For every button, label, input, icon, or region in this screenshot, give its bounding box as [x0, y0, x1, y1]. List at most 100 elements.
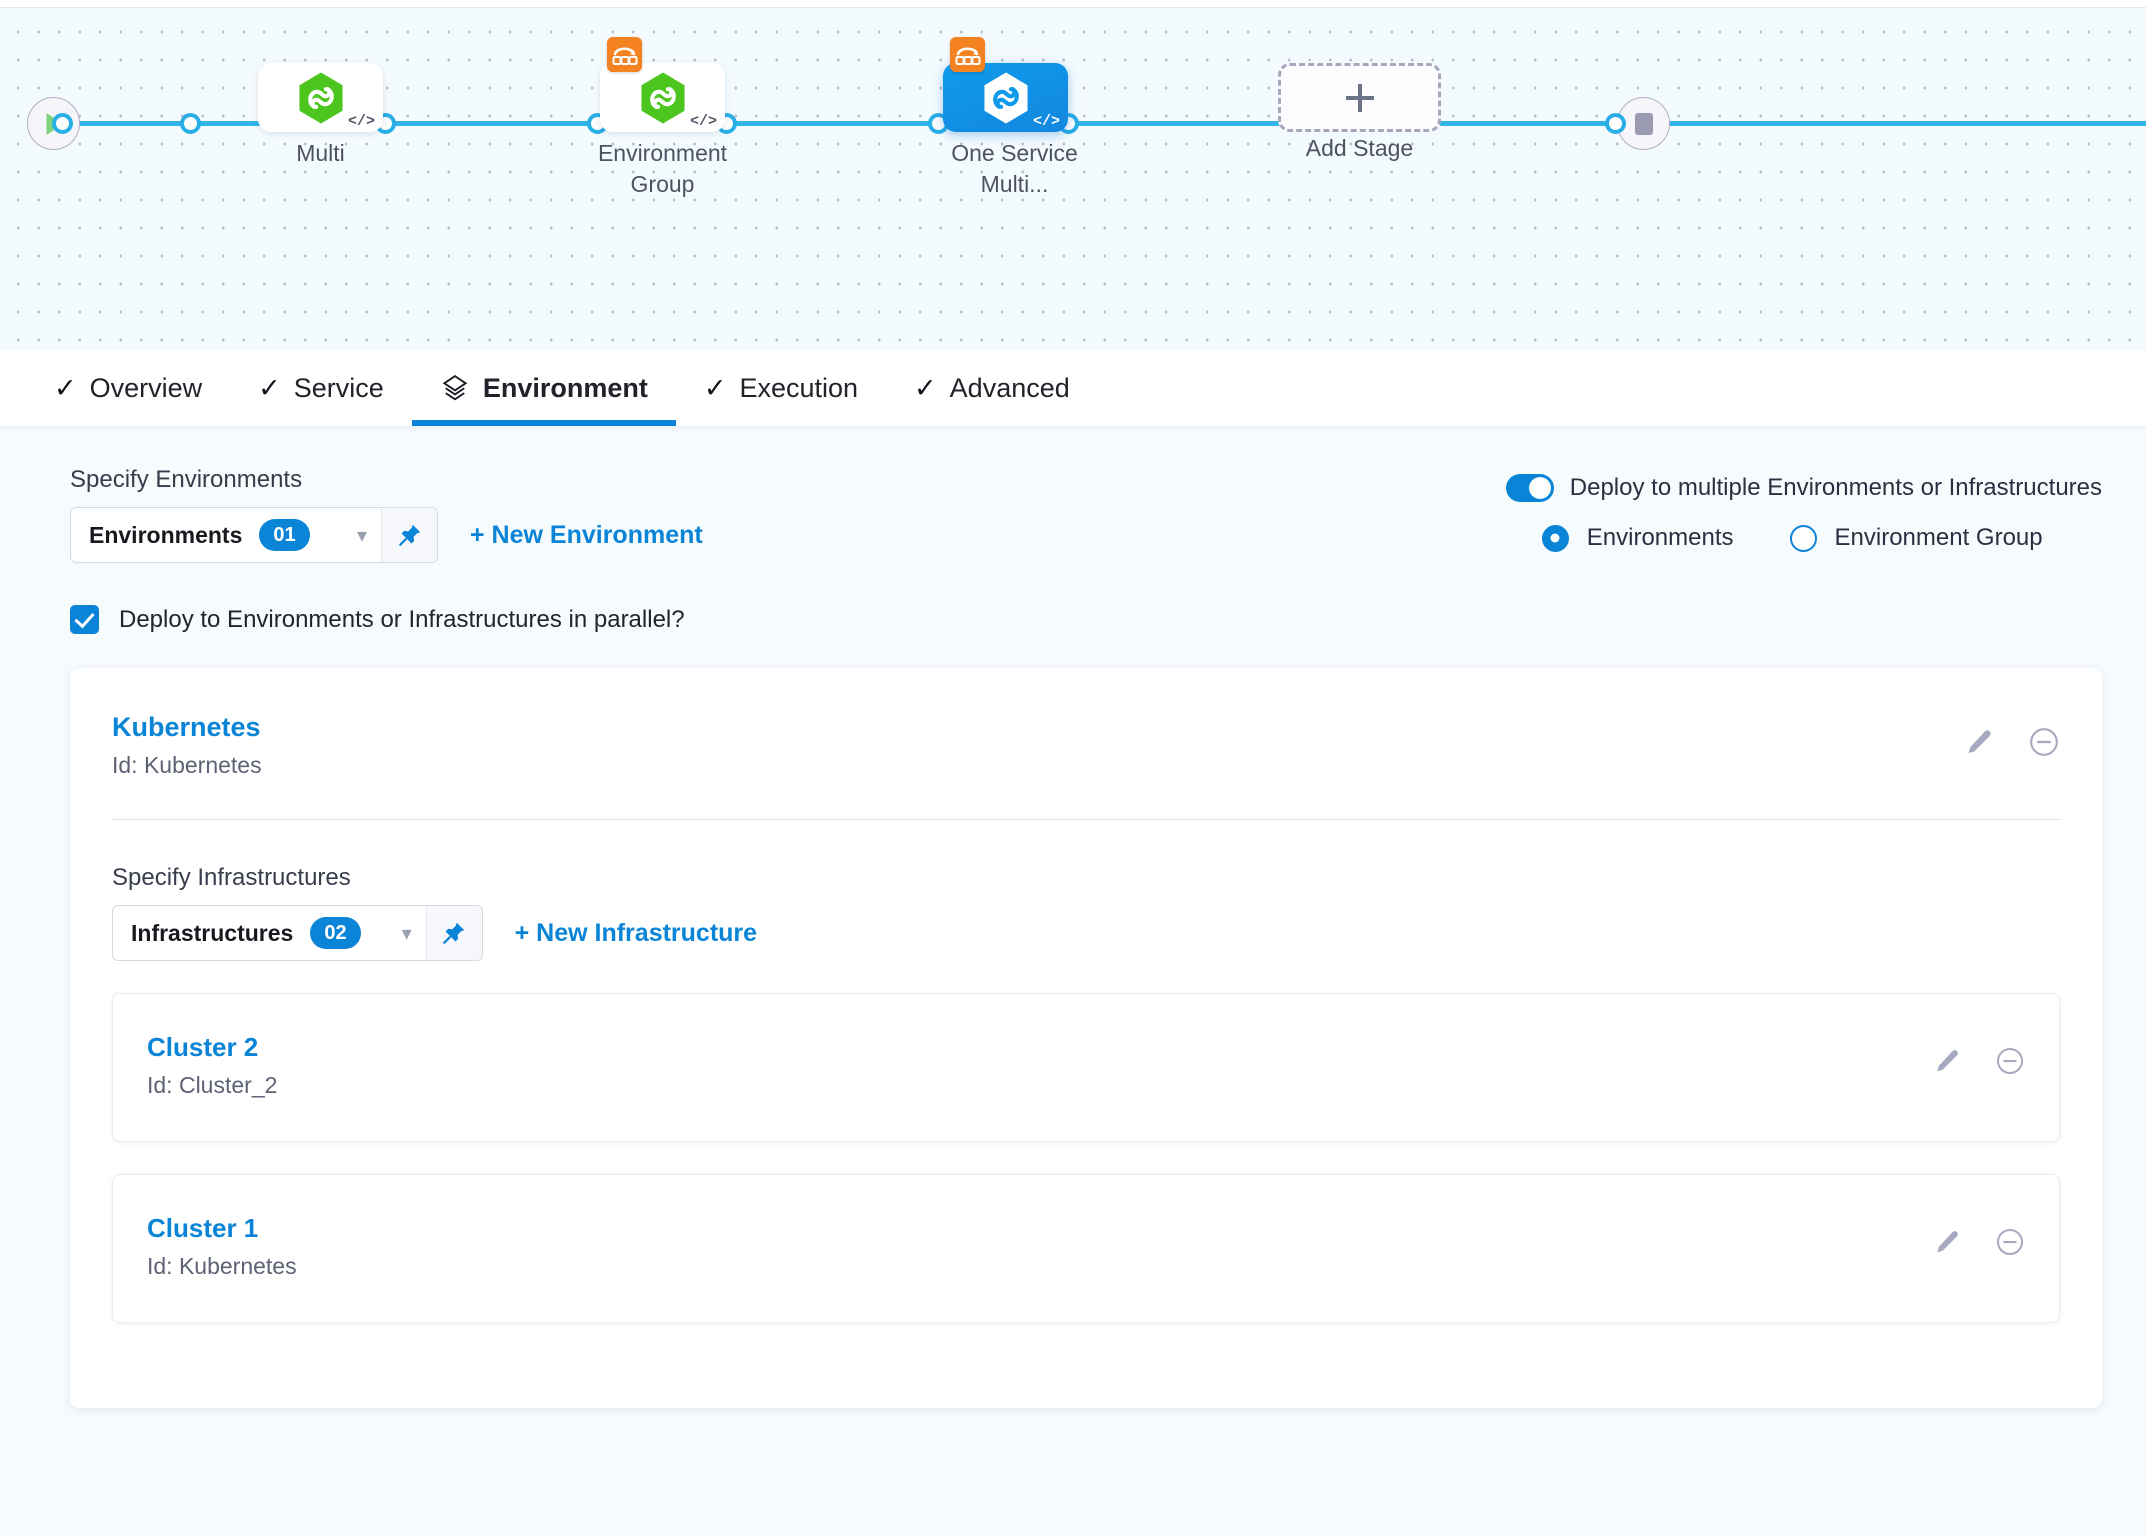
stage-label-environment-group: Environment Group [597, 140, 728, 197]
connector-rail [62, 121, 202, 126]
environment-name-link[interactable]: Kubernetes [112, 712, 261, 742]
toggle-knob [1528, 477, 1551, 499]
environment-card-header: Kubernetes Id: Kubernetes [112, 712, 2060, 779]
environments-count-badge: 01 [259, 519, 310, 551]
infrastructure-card-actions [1933, 1032, 2025, 1076]
pin-icon [398, 524, 420, 546]
tab-overview[interactable]: ✓ Overview [26, 350, 230, 426]
specify-environments-block: Specify Environments Environments 01 ▾ [70, 466, 703, 563]
environments-controls-row: Specify Environments Environments 01 ▾ [0, 466, 2146, 563]
new-infrastructure-link[interactable]: + New Infrastructure [514, 918, 758, 947]
tab-label: Advanced [949, 372, 1070, 403]
specify-infrastructures-label: Specify Infrastructures [112, 864, 351, 891]
radio-environments-label: Environments [1586, 524, 1734, 551]
radio-environments[interactable] [1541, 524, 1569, 552]
check-icon: ✓ [54, 372, 77, 403]
infrastructures-count-badge: 02 [310, 917, 361, 949]
multi-deploy-toggle-row[interactable]: Deploy to multiple Environments or Infra… [1505, 474, 2102, 502]
check-icon: ✓ [258, 372, 281, 403]
edit-infrastructure-button[interactable] [1933, 1228, 1961, 1256]
radio-environment-group-label: Environment Group [1834, 524, 2043, 551]
environment-identity: Kubernetes Id: Kubernetes [112, 712, 262, 779]
minus-circle-icon [2030, 728, 2058, 756]
environment-tab-panel: Specify Environments Environments 01 ▾ [0, 426, 2146, 1536]
connector-point[interactable] [1605, 113, 1626, 134]
multi-deploy-block: Deploy to multiple Environments or Infra… [1505, 466, 2102, 563]
specify-infrastructures-block: Specify Infrastructures Infrastructures … [112, 864, 2060, 1323]
connector-rail [430, 121, 680, 126]
environments-select[interactable]: Environments 01 ▾ [70, 507, 438, 563]
tab-label: Overview [89, 372, 203, 403]
infrastructure-card: Cluster 2 Id: Cluster_2 [112, 993, 2060, 1142]
stage-node-multi[interactable]: </> [258, 63, 383, 132]
infrastructures-select-value: Infrastructures [131, 919, 294, 946]
stage-node-one-service-multi[interactable]: </> [943, 37, 1068, 132]
environment-id: Id: Kubernetes [112, 752, 262, 778]
chevron-down-icon[interactable]: ▾ [401, 922, 412, 945]
pencil-icon [1968, 730, 1991, 754]
minus-circle-icon [1996, 1047, 2024, 1075]
tab-label: Environment [482, 372, 648, 403]
infrastructure-identity: Cluster 2 Id: Cluster_2 [147, 1032, 277, 1099]
harness-hexagon-icon [983, 72, 1028, 123]
tab-label: Service [293, 372, 384, 403]
edit-infrastructure-button[interactable] [1933, 1047, 1961, 1075]
chevron-down-icon[interactable]: ▾ [356, 524, 367, 547]
tab-execution[interactable]: ✓ Execution [676, 350, 886, 426]
environment-card: Kubernetes Id: Kubernetes [70, 668, 2102, 1408]
tab-service[interactable]: ✓ Service [230, 350, 412, 426]
pin-icon [443, 922, 465, 944]
matrix-strategy-icon [607, 37, 642, 72]
parallel-deploy-checkbox-row[interactable]: Deploy to Environments or Infrastructure… [0, 605, 2146, 634]
matrix-strategy-icon [950, 37, 985, 72]
add-stage-button[interactable] [1278, 63, 1441, 132]
tab-advanced[interactable]: ✓ Advanced [886, 350, 1098, 426]
connector-point[interactable] [52, 113, 73, 134]
stage-node-environment-group[interactable]: </> [600, 37, 725, 132]
check-icon: ✓ [914, 372, 937, 403]
stage-label-multi: Multi [296, 140, 345, 166]
add-stage-label: Add Stage [1305, 135, 1414, 161]
infrastructure-identity: Cluster 1 Id: Kubernetes [147, 1213, 297, 1280]
connector-rail [940, 121, 2146, 126]
radio-environment-group[interactable] [1789, 524, 1817, 552]
minus-circle-icon [1996, 1228, 2024, 1256]
remove-infrastructure-button[interactable] [1995, 1046, 2025, 1076]
tab-environment[interactable]: Environment [411, 350, 676, 426]
remove-infrastructure-button[interactable] [1995, 1227, 2025, 1257]
multi-deploy-toggle[interactable] [1505, 474, 1554, 502]
pencil-icon [1937, 1050, 1958, 1072]
yaml-code-icon[interactable]: </> [1032, 113, 1060, 130]
connector-point[interactable] [180, 113, 201, 134]
specify-environments-label: Specify Environments [70, 466, 303, 493]
harness-hexagon-icon [640, 72, 685, 123]
stop-icon [1634, 112, 1653, 135]
parallel-deploy-label: Deploy to Environments or Infrastructure… [119, 605, 685, 633]
stage-tabbar[interactable]: ✓ Overview ✓ Service Environment ✓ Execu… [0, 350, 2146, 426]
check-icon: ✓ [703, 372, 727, 403]
edit-environment-button[interactable] [1964, 727, 1994, 757]
infrastructure-name-link[interactable]: Cluster 2 [147, 1032, 259, 1062]
pin-environments-button[interactable] [381, 508, 437, 562]
yaml-code-icon[interactable]: </> [689, 113, 717, 130]
multi-deploy-toggle-label: Deploy to multiple Environments or Infra… [1569, 474, 2102, 501]
infrastructure-name-link[interactable]: Cluster 1 [147, 1213, 259, 1243]
yaml-code-icon[interactable]: </> [347, 113, 375, 130]
pipeline-canvas[interactable]: </> Multi </> Environment Group [0, 8, 2146, 350]
environment-card-actions [1964, 712, 2060, 758]
pin-infrastructures-button[interactable] [425, 906, 482, 960]
infrastructure-id: Id: Cluster_2 [147, 1072, 278, 1098]
stage-label-one-service-multi: One Service Multi... [951, 140, 1078, 197]
infrastructure-card-actions [1933, 1213, 2025, 1257]
infrastructures-select[interactable]: Infrastructures 02 ▾ [112, 905, 483, 961]
infrastructure-card: Cluster 1 Id: Kubernetes [112, 1174, 2060, 1323]
connector-rail [675, 121, 945, 126]
card-divider [112, 819, 2060, 820]
new-environment-link[interactable]: + New Environment [470, 520, 703, 549]
harness-hexagon-icon [298, 72, 343, 123]
infrastructure-id: Id: Kubernetes [147, 1253, 297, 1279]
remove-environment-button[interactable] [2028, 726, 2060, 758]
deploy-target-radio-group[interactable]: Environments Environment Group [1506, 524, 2102, 552]
pencil-icon [1937, 1231, 1958, 1253]
parallel-deploy-checkbox[interactable] [70, 605, 99, 634]
